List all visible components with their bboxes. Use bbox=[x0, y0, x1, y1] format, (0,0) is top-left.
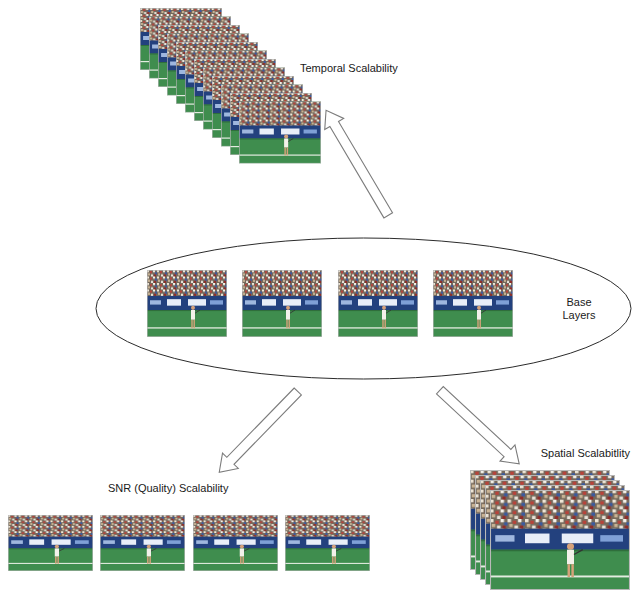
layer-ellipse: Base Layers bbox=[95, 237, 632, 380]
label-anchor: Base Layers bbox=[552, 296, 606, 322]
frame-stack: Temporal Scalability bbox=[140, 8, 323, 165]
video-frame bbox=[490, 490, 630, 590]
video-frame bbox=[285, 515, 370, 571]
group-label: Base Layers bbox=[552, 296, 606, 322]
block-arrow bbox=[325, 110, 393, 218]
video-frame bbox=[239, 102, 321, 164]
video-frame bbox=[147, 270, 227, 337]
group-label: SNR (Quality) Scalability bbox=[108, 482, 228, 495]
ellipse-outline bbox=[95, 237, 632, 380]
group-label: Temporal Scalability bbox=[300, 62, 398, 75]
video-frame bbox=[433, 270, 513, 337]
video-frame bbox=[100, 515, 185, 571]
label-anchor: Spatial Scalabitlity bbox=[541, 447, 630, 460]
label-anchor: SNR (Quality) Scalability bbox=[108, 482, 228, 495]
group-label: Spatial Scalabitlity bbox=[541, 447, 630, 460]
video-frame bbox=[8, 515, 93, 571]
block-arrow bbox=[436, 387, 519, 464]
video-frame bbox=[193, 515, 278, 571]
frame-stack: Spatial Scalabitlity bbox=[468, 468, 632, 592]
frame-row: SNR (Quality) Scalability bbox=[6, 478, 376, 574]
ellipse-outline bbox=[96, 238, 631, 379]
label-anchor: Temporal Scalability bbox=[300, 62, 398, 75]
block-arrow bbox=[219, 388, 301, 472]
video-frame bbox=[338, 270, 418, 337]
video-frame bbox=[242, 270, 322, 337]
